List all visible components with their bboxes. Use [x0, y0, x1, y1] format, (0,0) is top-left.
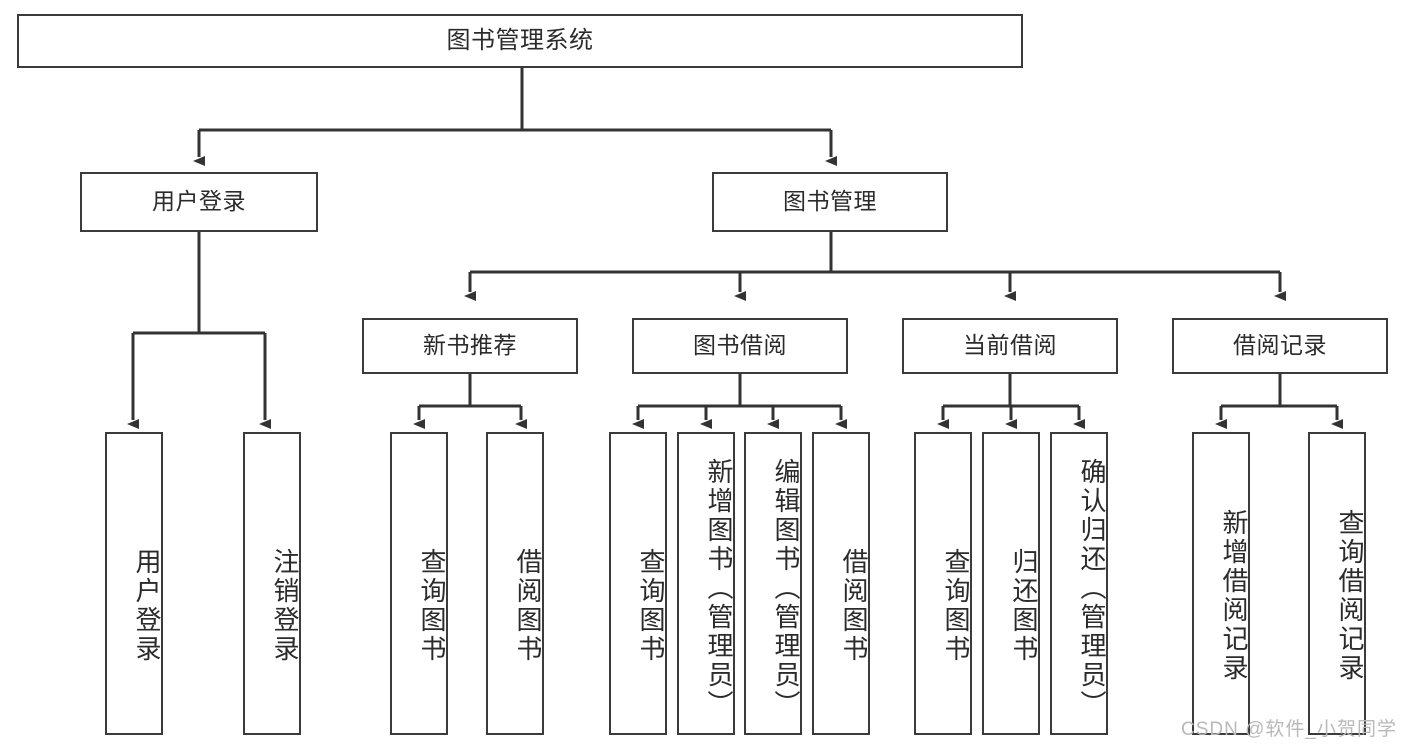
- leaf-borrow-book-2[interactable]: 借阅图书: [812, 432, 870, 735]
- node-current-borrow[interactable]: 当前借阅: [902, 318, 1118, 374]
- leaf-query-record[interactable]: 查询借阅记录: [1308, 432, 1366, 735]
- node-book-borrow[interactable]: 图书借阅: [632, 318, 848, 374]
- leaf-add-book[interactable]: 新增图书（管理员）: [677, 432, 735, 735]
- node-root-book-management-system[interactable]: 图书管理系统: [17, 14, 1023, 68]
- node-label: 借阅图书: [839, 547, 869, 664]
- node-label: 新增图书（管理员）: [704, 458, 734, 719]
- node-label: 查询借阅记录: [1335, 508, 1365, 683]
- node-label: 图书管理: [783, 188, 877, 215]
- leaf-confirm-return[interactable]: 确认归还（管理员）: [1050, 432, 1108, 735]
- node-label: 用户登录: [152, 188, 246, 215]
- leaf-logout-login[interactable]: 注销登录: [243, 432, 301, 735]
- node-label: 图书借阅: [693, 332, 787, 359]
- node-book-management[interactable]: 图书管理: [712, 172, 948, 232]
- node-label: 借阅记录: [1233, 332, 1327, 359]
- leaf-borrow-book-1[interactable]: 借阅图书: [486, 432, 544, 735]
- leaf-query-book-3[interactable]: 查询图书: [914, 432, 972, 735]
- node-label: 查询图书: [417, 547, 447, 664]
- node-label: 确认归还（管理员）: [1077, 458, 1107, 719]
- node-label: 用户登录: [132, 547, 162, 664]
- leaf-add-record[interactable]: 新增借阅记录: [1192, 432, 1250, 735]
- leaf-return-book[interactable]: 归还图书: [982, 432, 1040, 735]
- node-label: 新增借阅记录: [1219, 508, 1249, 683]
- node-label: 当前借阅: [963, 332, 1057, 359]
- node-new-book-recommend[interactable]: 新书推荐: [362, 318, 578, 374]
- node-label: 借阅图书: [513, 547, 543, 664]
- node-label: 查询图书: [636, 547, 666, 664]
- leaf-user-login[interactable]: 用户登录: [105, 432, 163, 735]
- node-label: 注销登录: [270, 547, 300, 664]
- node-label: 图书管理系统: [446, 26, 594, 54]
- node-label: 查询图书: [941, 547, 971, 664]
- node-label: 编辑图书（管理员）: [771, 458, 801, 719]
- node-borrow-record[interactable]: 借阅记录: [1172, 318, 1388, 374]
- leaf-query-book-2[interactable]: 查询图书: [609, 432, 667, 735]
- leaf-edit-book[interactable]: 编辑图书（管理员）: [744, 432, 802, 735]
- node-user-login[interactable]: 用户登录: [80, 172, 318, 232]
- node-label: 归还图书: [1009, 547, 1039, 664]
- node-label: 新书推荐: [423, 332, 517, 359]
- leaf-query-book-1[interactable]: 查询图书: [390, 432, 448, 735]
- csdn-watermark: CSDN @软件_小贺同学: [1181, 719, 1397, 740]
